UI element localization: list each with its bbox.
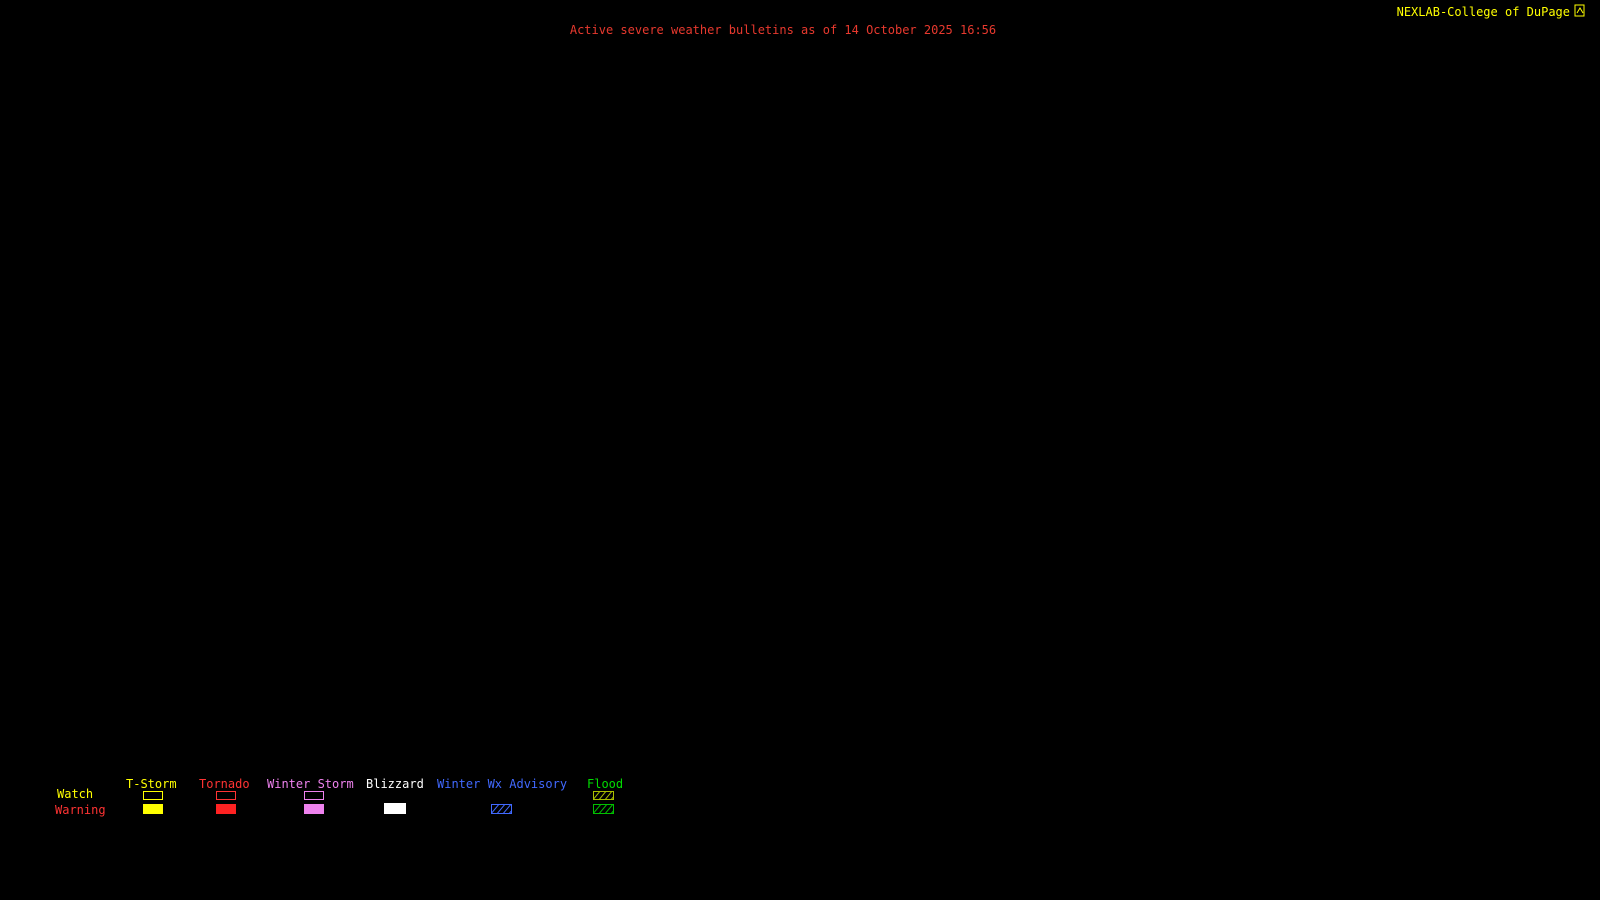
legend-col-winterwx-label: Winter Wx Advisory	[437, 777, 568, 791]
page-title: Active severe weather bulletins as of 14…	[569, 23, 997, 37]
winterstorm-watch-swatch	[304, 791, 324, 800]
tstorm-watch-swatch	[143, 791, 163, 800]
legend-col-blizzard-label: Blizzard	[366, 777, 424, 791]
cod-logo-icon	[1574, 4, 1586, 18]
tornado-watch-swatch	[216, 791, 236, 800]
legend-col-flood-label: Flood	[587, 777, 624, 791]
legend-row-warning-label: Warning	[55, 803, 106, 817]
blizzard-warning-swatch	[384, 803, 406, 814]
tstorm-warning-swatch	[143, 804, 163, 814]
legend-col-winterstorm-label: Winter Storm	[267, 777, 354, 791]
legend-col-tornado-label: Tornado	[199, 777, 250, 791]
tornado-warning-swatch	[216, 804, 236, 814]
winterstorm-warning-swatch	[304, 804, 324, 814]
flood-warning-swatch	[593, 804, 614, 814]
legend-row-watch-label: Watch	[57, 787, 94, 801]
brand-text: NEXLAB-College of DuPage	[1396, 5, 1570, 19]
legend-col-tstorm-label: T-Storm	[126, 777, 177, 791]
winterwx-advisory-swatch	[491, 804, 512, 814]
flood-watch-swatch	[593, 791, 614, 800]
legend: Watch Warning T-Storm Tornado Winter Sto…	[0, 775, 700, 825]
